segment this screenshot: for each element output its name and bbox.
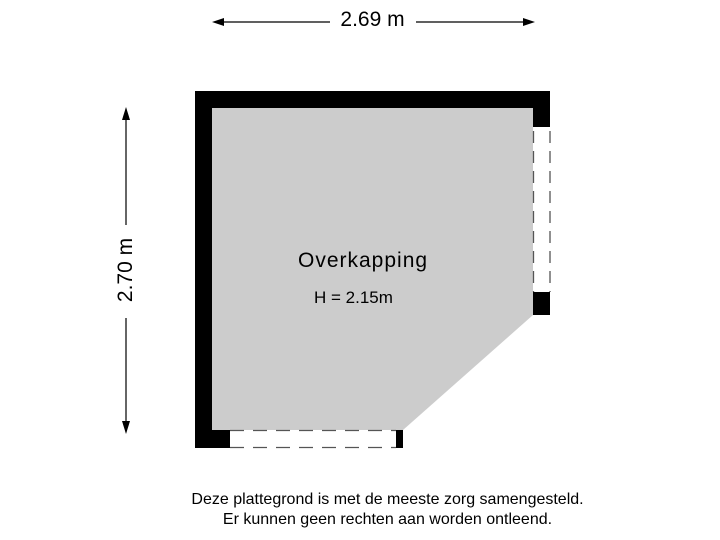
room-name: Overkapping <box>298 249 429 272</box>
room-height: H = 2.15m <box>314 288 393 307</box>
bottom-opening <box>230 429 396 449</box>
walls <box>195 91 550 448</box>
width-dimension-label: 2.69 m <box>340 8 405 31</box>
width-dimension-arrow <box>212 18 535 26</box>
room-floor <box>212 108 533 430</box>
disclaimer-line-1: Deze plattegrond is met de meeste zorg s… <box>191 491 584 508</box>
height-dimension-arrow <box>122 107 130 434</box>
disclaimer-line-2: Er kunnen geen rechten aan worden ontlee… <box>222 511 553 528</box>
height-dimension-label: 2.70 m <box>114 233 138 307</box>
right-opening <box>532 131 551 292</box>
